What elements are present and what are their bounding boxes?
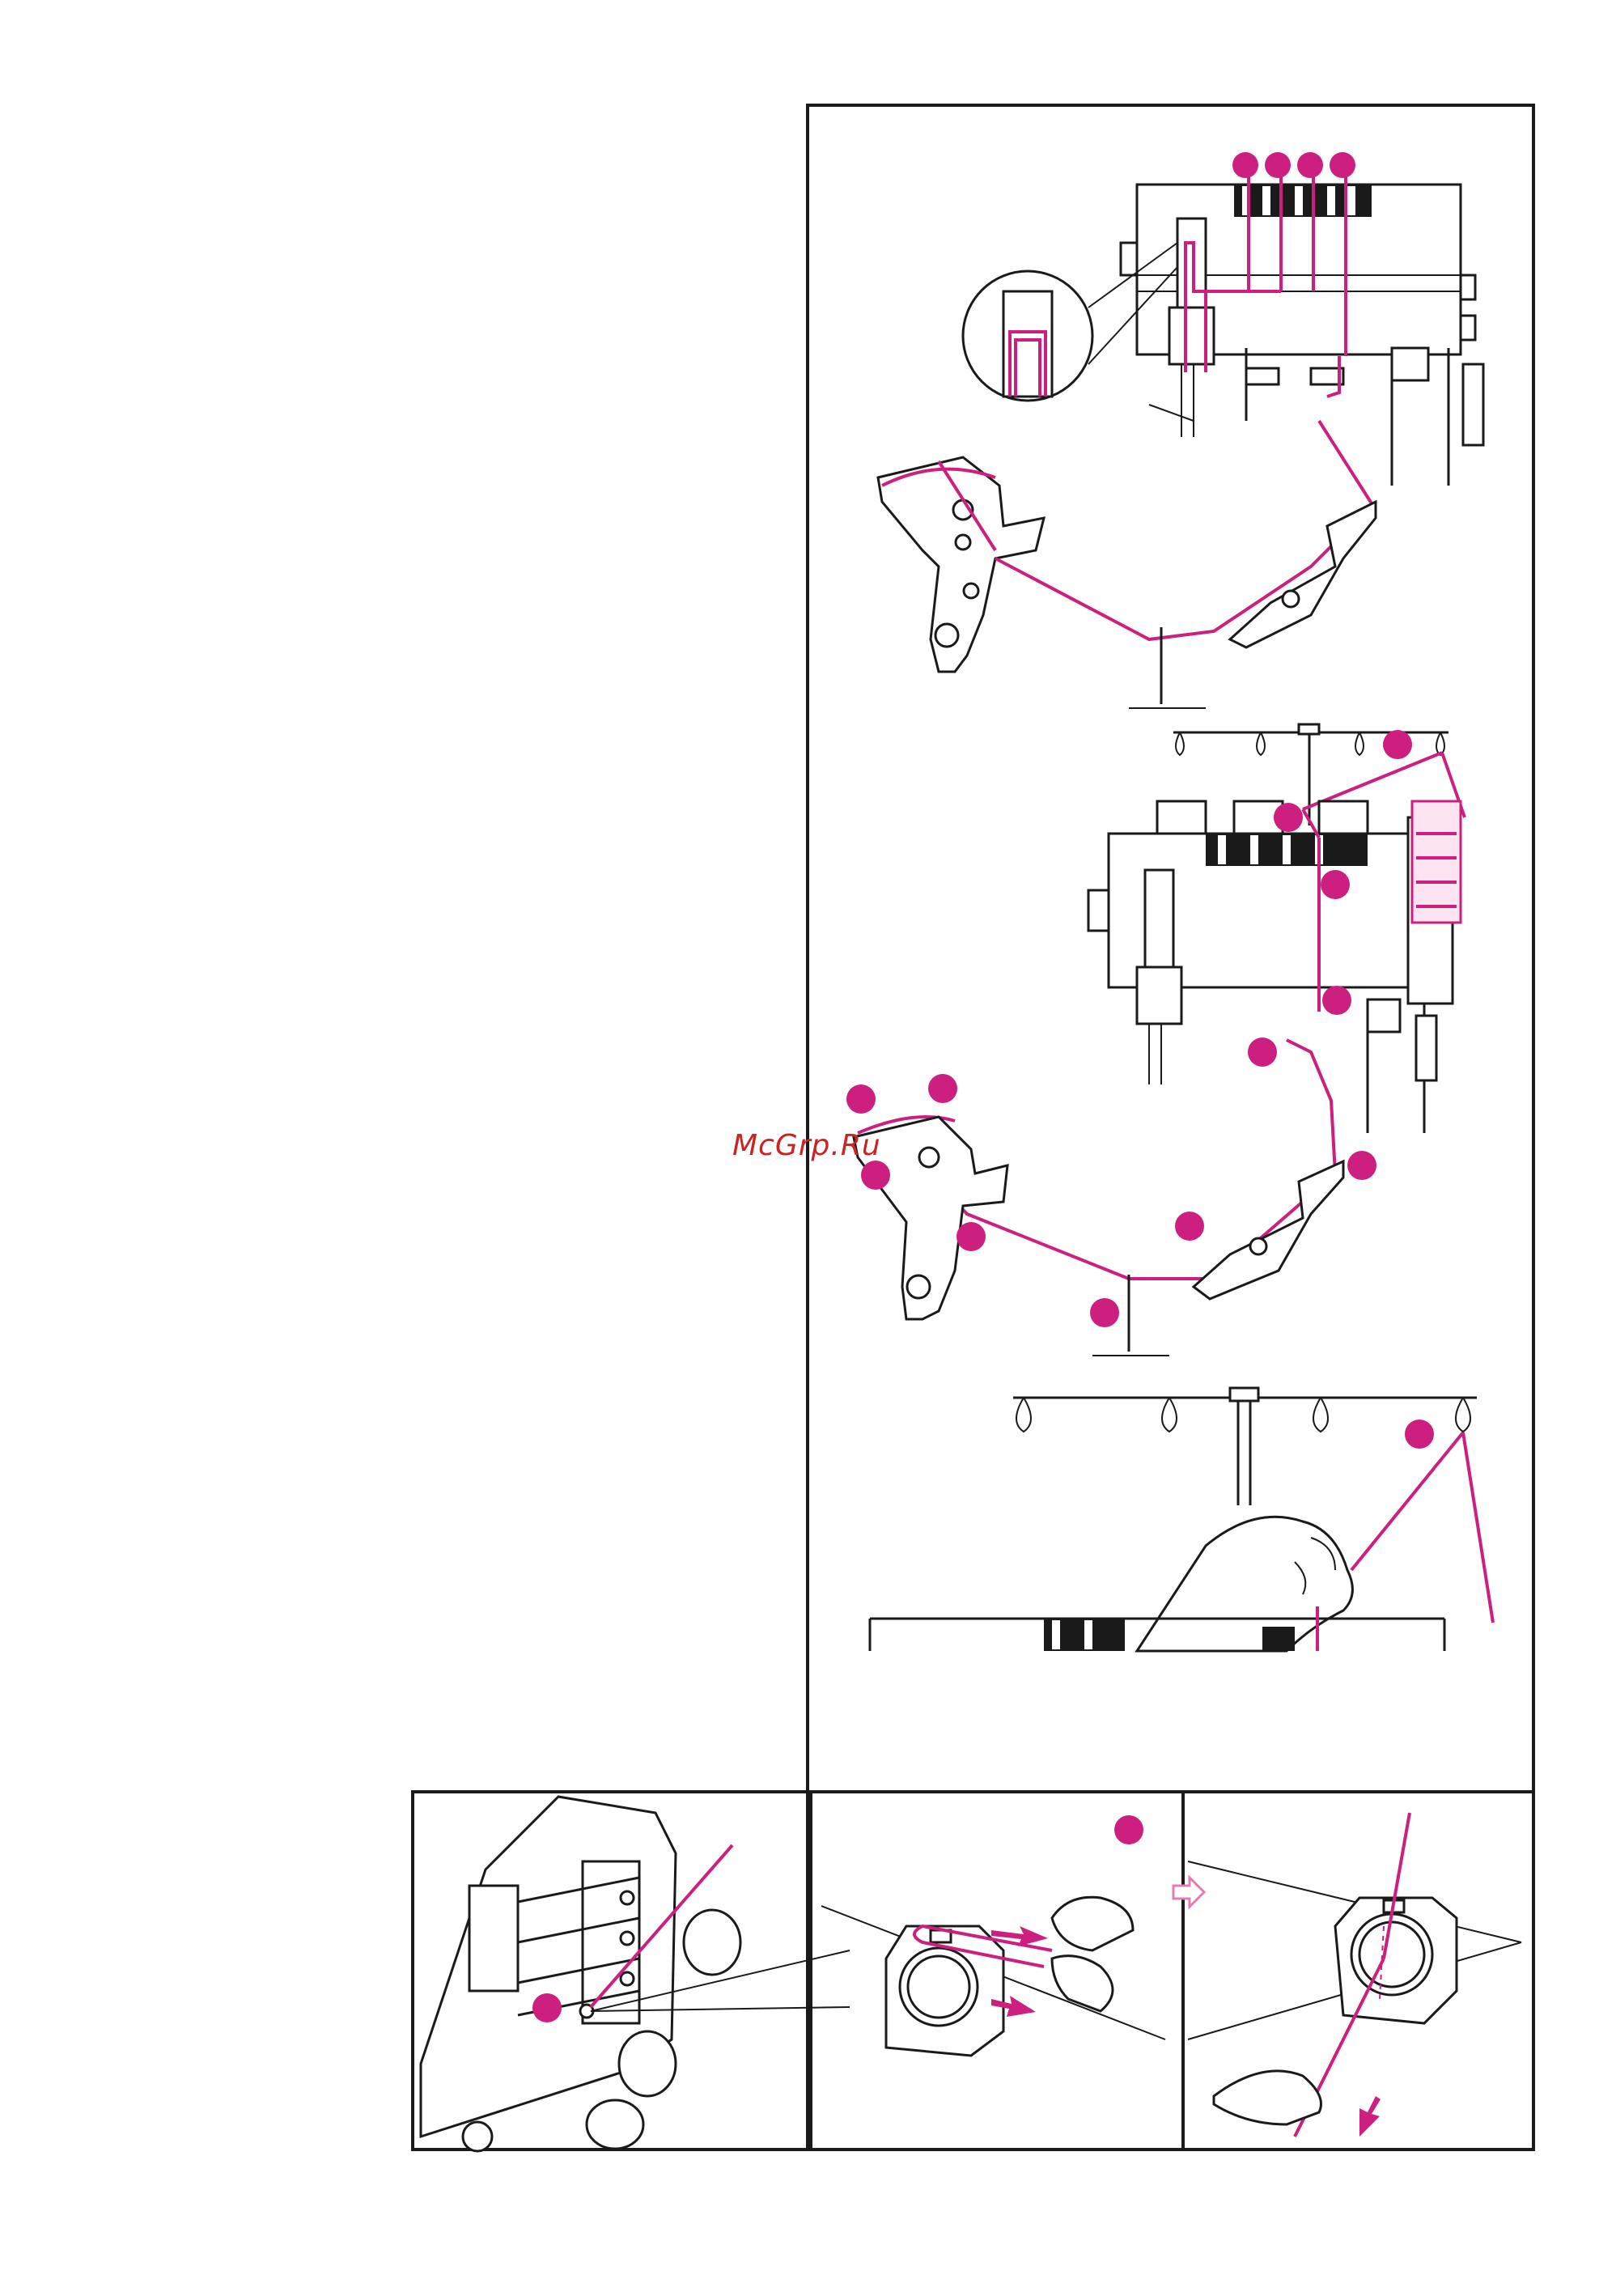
spool-pink xyxy=(1412,801,1461,923)
watermark-text: McGrp.Ru xyxy=(732,1129,881,1162)
guide-closeup-machine xyxy=(421,1797,850,2151)
callout-row-upper xyxy=(1232,152,1355,178)
hand-illustration xyxy=(1137,1517,1352,1651)
machine-head-upper xyxy=(1121,185,1483,486)
looper-mechanism-upper xyxy=(878,421,1376,708)
tension-dial-insertion-figure xyxy=(821,1815,1165,2056)
tension-dial-pullthrough-figure xyxy=(1173,1813,1521,2137)
machine-head-middle xyxy=(1088,801,1453,1133)
